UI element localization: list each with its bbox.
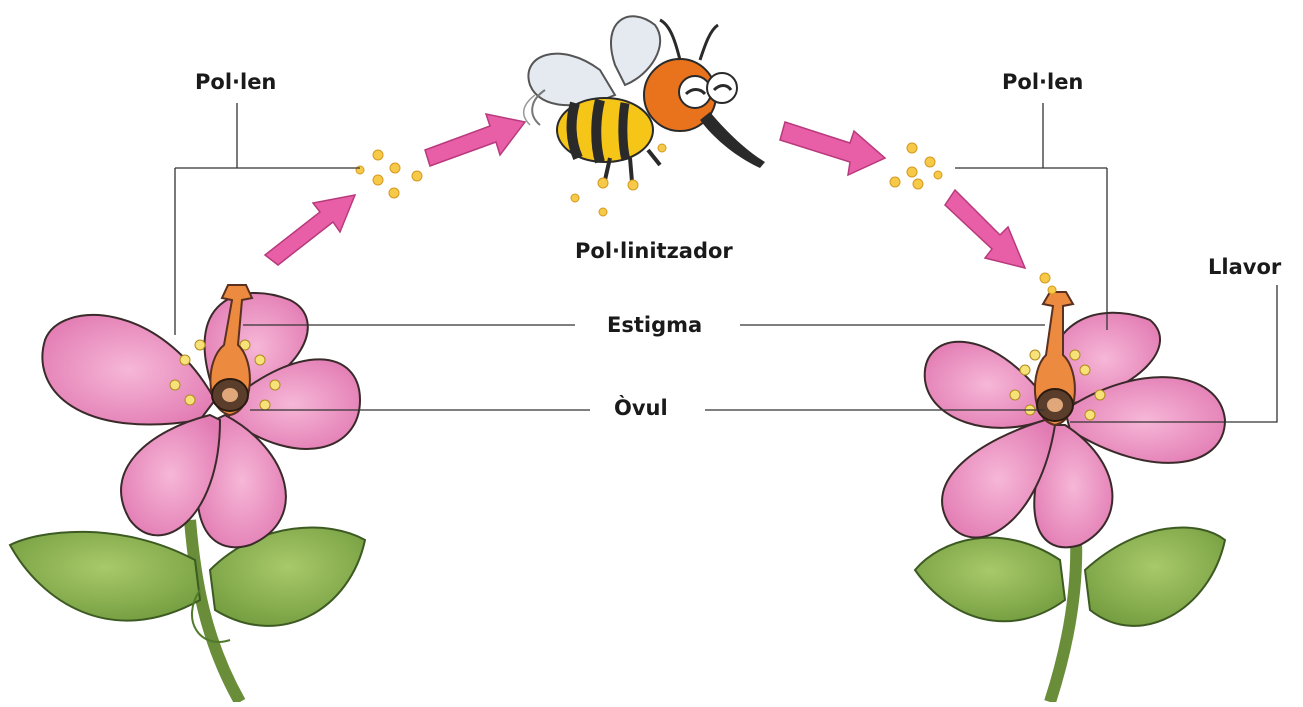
right-petals <box>925 313 1225 548</box>
pollen-label-left: Pol·len <box>192 70 279 94</box>
right-leaf-2 <box>1085 528 1225 626</box>
pollen-cluster-left <box>356 150 422 198</box>
pollen-cluster-right <box>890 143 942 189</box>
arrow-1 <box>265 195 355 265</box>
arrow-2 <box>425 114 525 166</box>
arrow-3 <box>780 122 885 175</box>
bee-eye-left <box>679 76 711 108</box>
pollen-label-right: Pol·len <box>999 70 1086 94</box>
arrow-4 <box>945 190 1025 268</box>
left-flower <box>10 285 365 702</box>
right-flower <box>915 273 1225 702</box>
bee-proboscis <box>700 112 765 168</box>
right-leaf-1 <box>915 538 1065 622</box>
right-seed <box>1047 398 1063 412</box>
bee-pollinator <box>524 16 765 216</box>
stigma-label: Estigma <box>604 313 705 337</box>
left-ovule <box>222 388 238 402</box>
ovule-label: Òvul <box>611 396 671 420</box>
seed-label: Llavor <box>1205 255 1284 279</box>
bee-eye-right <box>707 73 737 103</box>
right-stigma-pollen <box>1040 273 1056 294</box>
left-petals <box>42 293 360 547</box>
left-leaf-1 <box>10 532 200 621</box>
pollinator-label: Pol·linitzador <box>572 239 736 263</box>
